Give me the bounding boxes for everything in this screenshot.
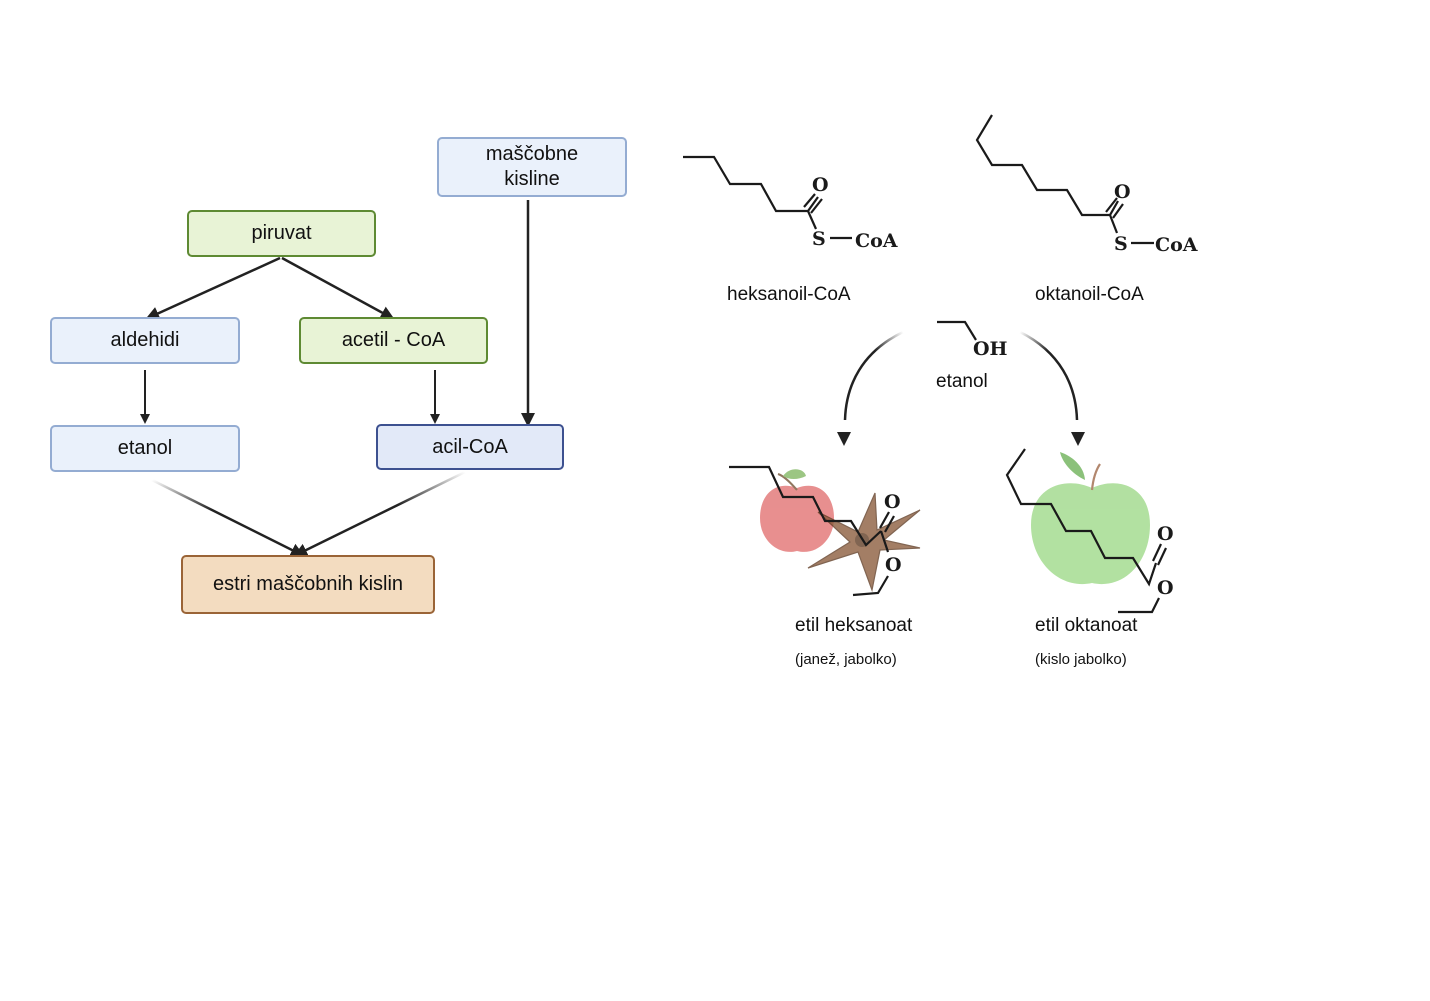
octanoate-carbonyl-oxygen: O: [1157, 523, 1174, 545]
masc-kisline-label-line2: kisline: [504, 168, 560, 190]
piruvat-label: piruvat: [251, 222, 312, 244]
hexanoyl-coa-structure: [683, 155, 852, 240]
etil-oktanoat-label: etil oktanoat: [1035, 615, 1138, 636]
reaction-arrows: [837, 330, 1085, 446]
etanol-node: etanol: [50, 425, 240, 472]
arrow-etanol-curve-left: [843, 330, 904, 421]
ethanol-oh-group: OH: [973, 338, 1008, 360]
etil-oktanoat-note: (kislo jabolko): [1035, 651, 1127, 668]
flow-arrows: [140, 200, 535, 557]
acetil-coa-node: acetil - CoA: [299, 317, 488, 364]
estri-node: estri maščobnih kislin: [181, 555, 435, 614]
arrow-etanol-to-estri: [151, 478, 305, 557]
octanoyl-oxygen-atom: O: [1114, 181, 1131, 203]
acil-coa-label: acil-CoA: [432, 435, 508, 458]
arrow-etanol-curve-right: [1019, 330, 1079, 421]
acetil-coa-label: acetil - CoA: [341, 329, 446, 351]
arrow-piruvat-to-acetil: [281, 256, 395, 320]
ethanol-structure: [937, 320, 977, 341]
heksanoil-coa-label: heksanoil-CoA: [727, 284, 851, 305]
hexanoyl-oxygen-atom: O: [812, 174, 829, 196]
masc-kisline-label-line1: maščobne: [485, 143, 579, 165]
ethyl-hexanoate-structure: [729, 465, 895, 597]
masc-kisline-node: maščobne kisline: [437, 137, 627, 197]
oktanoil-coa-label: oktanoil-CoA: [1035, 284, 1144, 305]
hexanoate-ester-oxygen: O: [885, 554, 902, 576]
ethyl-octanoate-structure: [1005, 448, 1167, 614]
red-apple-icon: [760, 469, 834, 552]
etil-heksanoat-note: (janež, jabolko): [795, 651, 897, 668]
aldehidi-node: aldehidi: [50, 317, 240, 364]
acil-coa-node: acil-CoA: [376, 424, 564, 470]
hexanoyl-sulfur-atom: S: [812, 228, 826, 250]
arrow-piruvat-to-aldehidi: [145, 256, 281, 320]
green-apple-icon: [1031, 452, 1150, 585]
hexanoate-carbonyl-oxygen: O: [884, 491, 901, 513]
etanol-label: etanol: [117, 437, 173, 459]
arrow-acil-to-estri: [293, 470, 466, 557]
etil-heksanoat-label: etil heksanoat: [795, 615, 913, 636]
octanoyl-coa-structure: [975, 114, 1154, 245]
octanoyl-coa-group: CoA: [1155, 234, 1198, 256]
aldehidi-label: aldehidi: [110, 329, 180, 351]
hexanoyl-coa-group: CoA: [855, 230, 898, 252]
etanol-reactant-label: etanol: [936, 371, 988, 392]
octanoyl-sulfur-atom: S: [1114, 233, 1128, 255]
octanoate-ester-oxygen: O: [1157, 577, 1174, 599]
estri-label: estri maščobnih kislin: [212, 573, 404, 595]
piruvat-node: piruvat: [187, 210, 376, 257]
